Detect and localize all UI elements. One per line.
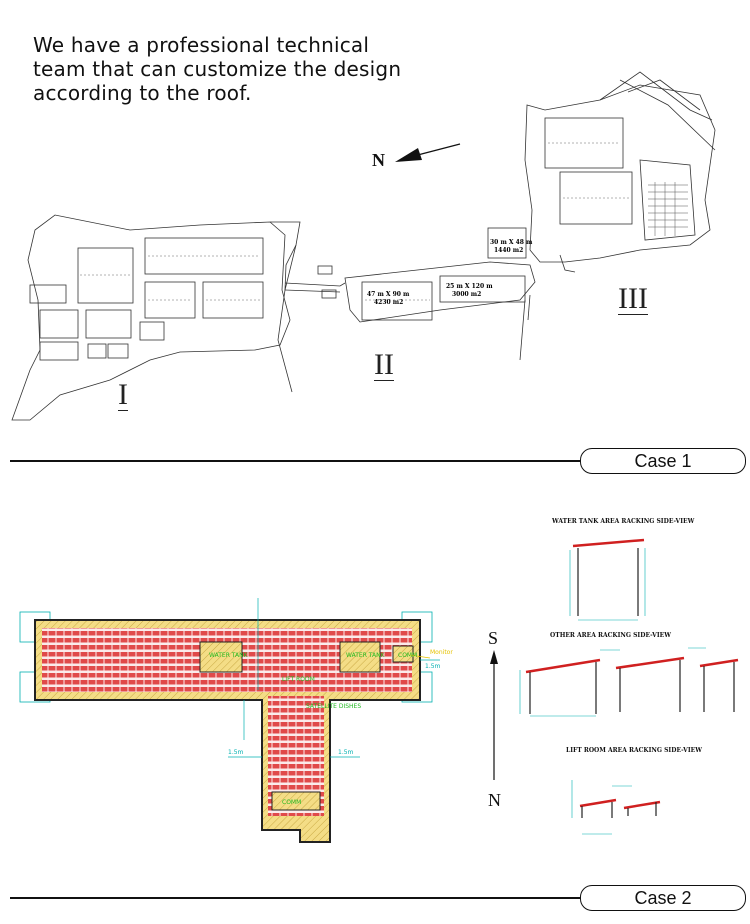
case1-divider (10, 460, 590, 462)
north-arrow-icon (395, 148, 422, 162)
svg-text:Monitor: Monitor (430, 649, 453, 656)
site-label-3: III (618, 282, 648, 315)
compass-s-label: S (488, 628, 499, 648)
intro-line-3: according to the roof. (33, 81, 252, 105)
block-1-area: 4230 m2 (374, 299, 403, 306)
intro-line-2: team that can customize the design (33, 57, 402, 81)
satellite-dishes-label: SATELLITE DISHES (306, 703, 361, 710)
comm-bottom-label: COMM (282, 799, 301, 806)
block-2-area: 3000 m2 (452, 291, 481, 298)
svg-text:1.5m: 1.5m (338, 749, 354, 756)
case1-site-plan: 47 m X 90 m 4230 m2 25 m X 120 m 3000 m2… (11, 71, 716, 421)
north-label: N (372, 150, 385, 170)
water-view-title: WATER TANK AREA RACKING SIDE-VIEW (551, 518, 695, 525)
svg-text:1.5m: 1.5m (425, 663, 441, 670)
case1-label: Case 1 (580, 448, 746, 474)
case2-divider (10, 897, 590, 899)
case2-label: Case 2 (580, 885, 746, 911)
compass-arrow-icon (490, 650, 498, 664)
block-3-area: 1440 m2 (494, 247, 523, 254)
block-1-size: 47 m X 90 m (367, 291, 410, 298)
other-view-title: OTHER AREA RACKING SIDE-VIEW (550, 632, 671, 639)
svg-text:1.5m: 1.5m (228, 749, 244, 756)
lift-view-title: LIFT ROOM AREA RACKING SIDE-VIEW (566, 747, 702, 754)
water-tank-left-label: WATER TANK (209, 652, 249, 659)
water-tank-right-label: WATER TANK (346, 652, 386, 659)
block-3-size: 30 m X 48 m (490, 239, 533, 246)
lift-room-label: LIFT ROOM (282, 676, 315, 683)
comm-right-label: COMM (398, 652, 417, 659)
site-label-1: I (118, 378, 128, 411)
compass-n-label: N (488, 790, 501, 810)
site-label-2: II (374, 348, 394, 381)
intro-line-1: We have a professional technical (33, 33, 370, 57)
intro-text: We have a professional technical team th… (33, 33, 413, 105)
block-2-size: 25 m X 120 m (446, 283, 493, 290)
